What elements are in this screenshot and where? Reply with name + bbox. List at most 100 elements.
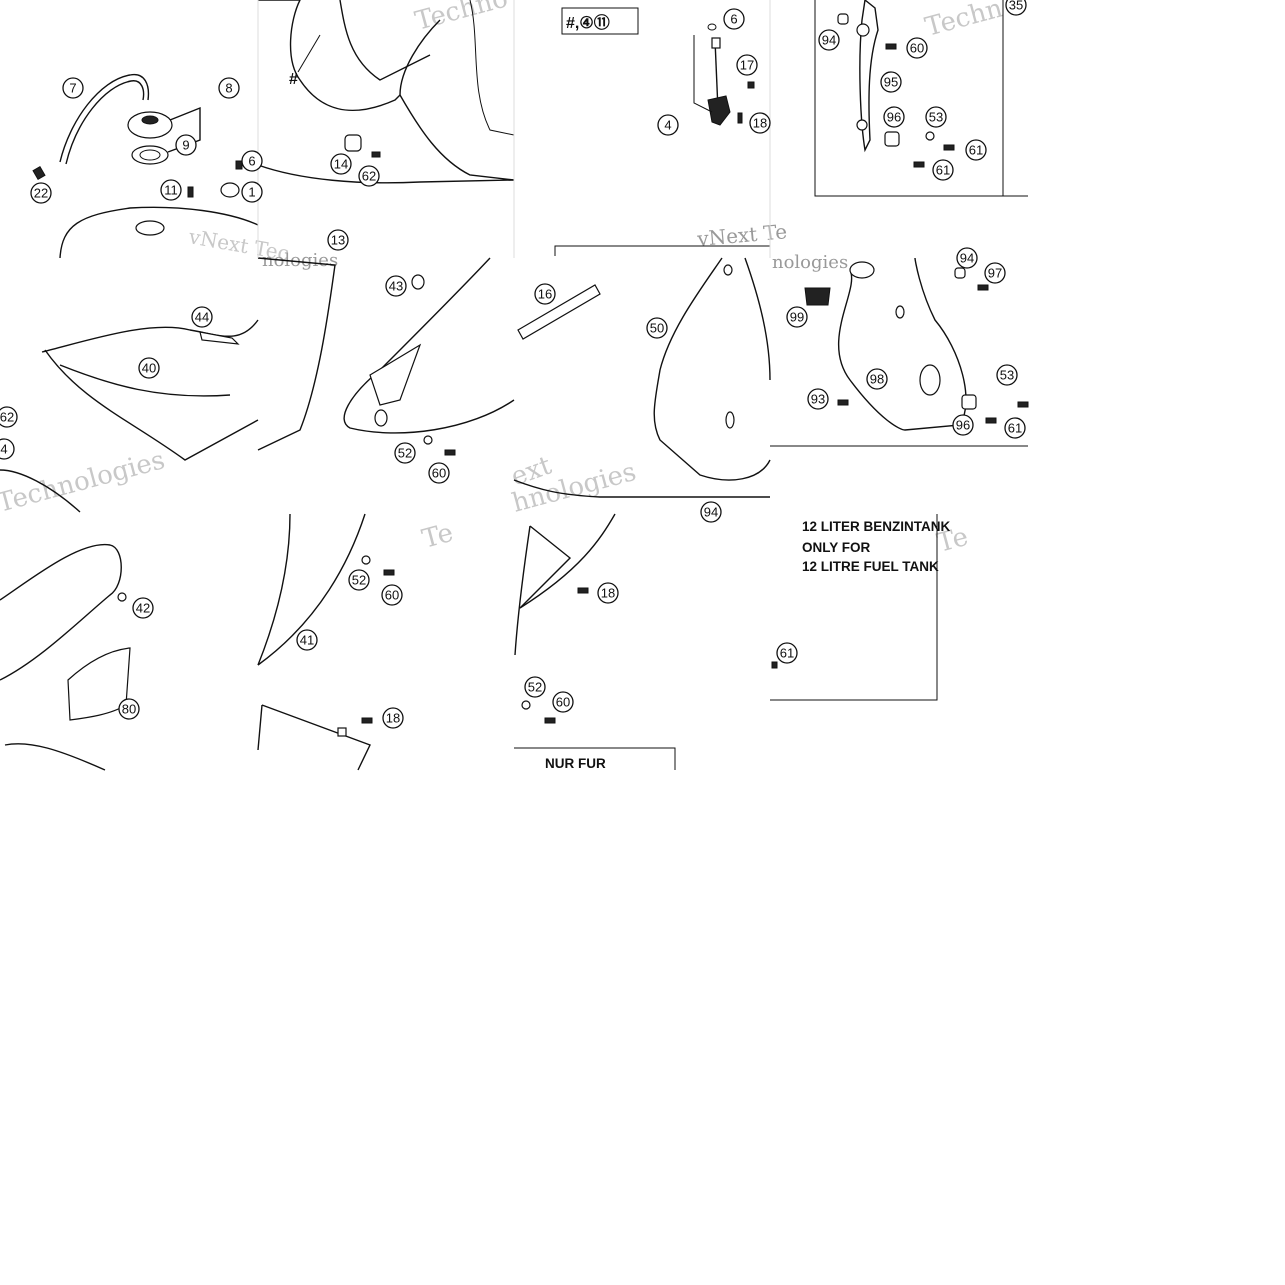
callout-circle bbox=[552, 691, 574, 713]
callout-circle bbox=[381, 584, 403, 606]
watermarks: Techno Techn vNext Tec vNext Te nologies… bbox=[0, 0, 1006, 559]
callout-61: 61 bbox=[776, 642, 798, 664]
callout-circle bbox=[776, 642, 798, 664]
callout-18: 18 bbox=[749, 112, 771, 134]
callout-80: 80 bbox=[118, 698, 140, 720]
callout-number: 4 bbox=[0, 442, 7, 457]
callout-1: 1 bbox=[241, 181, 263, 203]
callout-22: 22 bbox=[30, 182, 52, 204]
callout-52: 52 bbox=[394, 442, 416, 464]
callout-circle bbox=[965, 139, 987, 161]
spacer-part bbox=[344, 134, 362, 152]
callout-60: 60 bbox=[428, 462, 450, 484]
callout-circle bbox=[597, 582, 619, 604]
callout-number: 44 bbox=[195, 310, 209, 325]
callout-circle bbox=[700, 501, 722, 523]
callout-circle bbox=[175, 134, 197, 156]
callout-number: 60 bbox=[910, 41, 924, 56]
callout-42: 42 bbox=[132, 597, 154, 619]
callout-number: 43 bbox=[389, 279, 403, 294]
callout-circle bbox=[1004, 417, 1026, 439]
callout-layer: 7 8 9 22 11 61 14 62 6 4 17 18 94 60 95 96 53 61 61 35 13 43 4… bbox=[0, 0, 1027, 729]
callout-circle bbox=[883, 106, 905, 128]
callout-circle bbox=[382, 707, 404, 729]
callout-circle bbox=[807, 388, 829, 410]
callout-17: 17 bbox=[736, 54, 758, 76]
callout-circle bbox=[358, 165, 380, 187]
callout-60: 60 bbox=[381, 584, 403, 606]
callout-number: 9 bbox=[182, 138, 189, 153]
tile-front-number-plate: NUR FUR bbox=[514, 513, 676, 771]
bracket-part bbox=[859, 0, 879, 153]
callout-number: 18 bbox=[601, 586, 615, 601]
callout-number: 60 bbox=[385, 588, 399, 603]
callout-99: 99 bbox=[786, 306, 808, 328]
callout-circle bbox=[925, 106, 947, 128]
callout-circle bbox=[30, 182, 52, 204]
note-12-litre-fuel-tank: 12 LITRE FUEL TANK bbox=[802, 559, 939, 574]
watermark: nologies bbox=[772, 252, 848, 273]
callout-94: 94 bbox=[700, 501, 722, 523]
callout-6: 6 bbox=[723, 8, 745, 30]
callout-number: 96 bbox=[956, 418, 970, 433]
callout-35: 35 bbox=[1005, 0, 1027, 16]
callout-11: 11 bbox=[160, 179, 182, 201]
callout-circle bbox=[330, 153, 352, 175]
callout-18: 18 bbox=[597, 582, 619, 604]
callout-circle bbox=[932, 159, 954, 181]
callout-circle bbox=[786, 306, 808, 328]
callout-circle bbox=[348, 569, 370, 591]
callout-number: 13 bbox=[331, 233, 345, 248]
callout-8: 8 bbox=[218, 77, 240, 99]
callout-circle bbox=[956, 247, 978, 269]
tile-seams bbox=[257, 0, 771, 258]
callout-number: 60 bbox=[432, 466, 446, 481]
callout-number: 7 bbox=[69, 81, 76, 96]
note-only-for: ONLY FOR bbox=[802, 540, 871, 555]
callout-number: 97 bbox=[988, 266, 1002, 281]
callout-number: 14 bbox=[334, 157, 348, 172]
callout-number: 22 bbox=[34, 186, 48, 201]
callout-number: 18 bbox=[386, 711, 400, 726]
callout-number: 1 bbox=[248, 185, 255, 200]
callout-number: 61 bbox=[969, 143, 983, 158]
callout-number: 53 bbox=[929, 110, 943, 125]
callout-number: 42 bbox=[136, 601, 150, 616]
callout-number: 94 bbox=[704, 505, 718, 520]
fuel-cap-part bbox=[127, 111, 173, 139]
callout-circle bbox=[524, 676, 546, 698]
callout-number: 17 bbox=[740, 58, 754, 73]
callout-circle bbox=[906, 37, 928, 59]
callout-94: 94 bbox=[818, 29, 840, 51]
callout-number: 11 bbox=[164, 183, 178, 198]
tile-side-cover bbox=[257, 257, 515, 456]
callout-number: 61 bbox=[936, 163, 950, 178]
callout-circle bbox=[952, 414, 974, 436]
watermark: Techn bbox=[922, 0, 1006, 43]
note-12-liter-benzintank: 12 LITER BENZINTANK bbox=[802, 519, 951, 534]
callout-53: 53 bbox=[925, 106, 947, 128]
callout-number: 35 bbox=[1009, 0, 1023, 13]
callout-62: 62 bbox=[358, 165, 380, 187]
tile-tank-bracket bbox=[814, 0, 1028, 197]
callout-number: 41 bbox=[300, 633, 314, 648]
callout-9: 9 bbox=[175, 134, 197, 156]
callout-number: 95 bbox=[884, 75, 898, 90]
callout-60: 60 bbox=[906, 37, 928, 59]
callout-44: 44 bbox=[191, 306, 213, 328]
side-cover-vent bbox=[369, 343, 422, 406]
callout-16: 16 bbox=[534, 283, 556, 305]
tile-seat-front bbox=[0, 543, 131, 771]
callout-number: 6 bbox=[730, 12, 737, 27]
callout-number: 60 bbox=[556, 695, 570, 710]
ktm-decal-part bbox=[67, 647, 131, 721]
cap-seal-part bbox=[131, 145, 169, 165]
callout-circle bbox=[428, 462, 450, 484]
header-ref-label: #,④⑪ bbox=[566, 13, 610, 32]
callout-41: 41 bbox=[296, 629, 318, 651]
callout-number: 98 bbox=[870, 372, 884, 387]
callout-98: 98 bbox=[866, 368, 888, 390]
note-nur-fur: NUR FUR bbox=[545, 756, 606, 771]
callout-number: 8 bbox=[225, 81, 232, 96]
